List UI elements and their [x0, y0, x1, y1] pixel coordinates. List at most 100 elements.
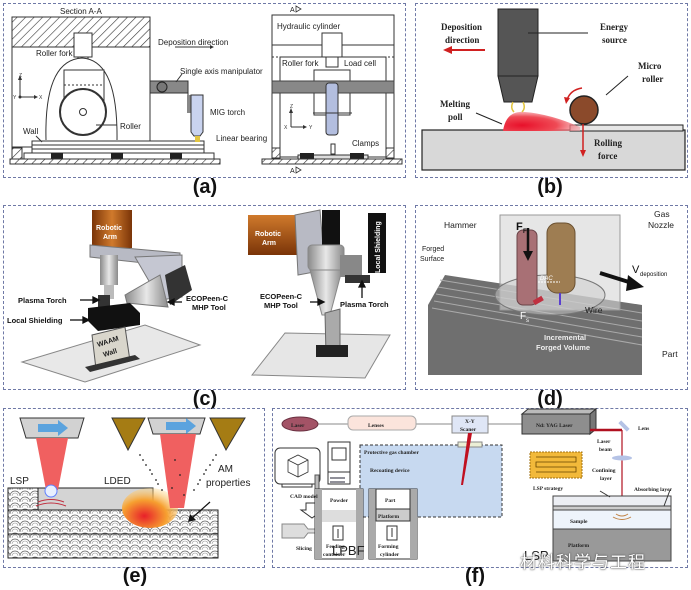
panel-e-diagram: LSP LDED AM properties [7, 417, 250, 559]
label-ecopeen-right-1: ECOPeen-C [260, 292, 303, 301]
laser-source [281, 416, 319, 432]
label-scanner-2: Scaner [460, 427, 477, 433]
label-feeding-2: container [323, 552, 346, 558]
cad-monitor [274, 447, 321, 485]
label-local-shielding-right: Local Shielding [375, 221, 382, 273]
label-laser-beam-1: Laser [597, 439, 611, 445]
panel-a-diagram: Z Y X Section A-A Deposition direction R… [9, 5, 403, 175]
label-deposition-1: Deposition [441, 22, 482, 32]
powder-nozzle-right [209, 417, 246, 452]
panel-label-b: (b) [537, 176, 563, 198]
label-sample: Sample [570, 519, 588, 525]
label-ff: F [516, 221, 523, 233]
label-v-sub: deposition [640, 272, 667, 278]
axis-z-left: Z [19, 73, 22, 79]
label-rolling-2: force [598, 151, 617, 161]
energy-source-nozzle [497, 8, 539, 77]
axis-x-right: X [284, 125, 288, 131]
mig-torch [190, 94, 204, 137]
local-shielding-right [368, 213, 386, 273]
label-clamps: Clamps [352, 139, 379, 148]
label-dac: DAC [540, 276, 553, 282]
ecopeen-tool-left [124, 274, 169, 308]
single-axis-manipulator [149, 80, 189, 94]
roller-side-view [325, 82, 339, 136]
label-mig-torch: MIG torch [210, 108, 245, 117]
label-feeding-1: Feeding [326, 544, 345, 550]
robotic-arm-left [92, 210, 132, 248]
watermark: 材料科学与工程 [520, 553, 646, 572]
absorbing-layer [552, 505, 672, 511]
label-local-shielding-left: Local Shielding [7, 316, 63, 325]
label-forming-2: cylinder [380, 552, 400, 558]
label-v: V [632, 264, 640, 276]
label-fs-sub: s [526, 318, 529, 324]
label-absorbing-layer: Absorbing layer [634, 487, 673, 493]
panel-label-e: (e) [122, 565, 148, 587]
label-gas-chamber: Protective gas chamber [364, 450, 419, 456]
panel-label-d: (d) [537, 388, 563, 410]
panel-f [272, 408, 688, 568]
panel-b-diagram: Deposition direction Energy source Micro… [421, 8, 686, 171]
panel-d [415, 205, 688, 390]
axis-x-left: X [39, 95, 43, 101]
substrate [421, 129, 686, 171]
label-scanner-1: X-Y [465, 419, 475, 425]
label-single-axis-manipulator: Single axis manipulator [180, 67, 263, 76]
label-gas-1: Gas [654, 209, 670, 219]
label-lsp: LSP [10, 476, 29, 487]
label-forged-2: Surface [420, 256, 444, 263]
label-robotic-arm-right-1: Robotic [255, 231, 281, 238]
label-slicing: Slicing [296, 546, 312, 552]
label-roller-fork-side: Roller fork [282, 59, 319, 68]
hydraulic-block-left [73, 32, 93, 58]
label-robotic-arm-left-1: Robotic [96, 225, 122, 232]
section-mark-top: A [290, 7, 295, 14]
label-part: Part [662, 349, 678, 359]
label-am-2: properties [206, 478, 250, 489]
label-lpbf: LPBF [332, 543, 365, 558]
label-micro-2: roller [642, 74, 663, 84]
label-cad-model: CAD model [290, 494, 318, 500]
hydraulic-cylinder [321, 32, 343, 58]
label-lsp-process: LSP [524, 548, 549, 563]
ground-left [9, 158, 221, 165]
panel-a [3, 3, 406, 178]
panel-b [415, 3, 688, 178]
lded-beam [160, 434, 196, 508]
label-recoating: Recoating device [370, 468, 410, 474]
label-wire: Wire [585, 305, 603, 315]
label-hammer: Hammer [444, 220, 477, 230]
label-incremental-2: Forged Volume [536, 343, 590, 352]
confining-layer [552, 495, 672, 507]
label-wall: Wall [23, 127, 38, 136]
panel-label-f: (f) [465, 565, 485, 587]
label-robotic-arm-left-2: Arm [103, 234, 117, 241]
label-robotic-arm-right-2: Arm [262, 240, 276, 247]
panel-f-diagram: Laser Lenses X-Y Scaner Protective gas c… [274, 407, 673, 563]
label-roller: Roller [120, 122, 141, 131]
label-micro-1: Micro [638, 61, 662, 71]
panel-e [3, 408, 265, 568]
micro-roller [569, 95, 599, 125]
label-energy-1: Energy [600, 22, 628, 32]
lsp-platform [552, 528, 672, 562]
label-rolling-1: Rolling [594, 138, 623, 148]
label-confining-2: layer [600, 476, 612, 482]
label-ecopeen-left-1: ECOPeen-C [186, 294, 229, 303]
label-plasma-torch-right: Plasma Torch [340, 300, 389, 309]
label-deposition-direction: Deposition direction [158, 38, 228, 47]
label-roller-fork: Roller fork [36, 49, 73, 58]
label-forged-1: Forged [422, 246, 444, 253]
lsp-strategy [529, 451, 583, 479]
label-platform: Platform [378, 514, 399, 520]
label-powder: Powder [330, 498, 349, 504]
axis-z-right: Z [290, 104, 293, 110]
local-shielding-left [88, 303, 140, 331]
label-am-1: AM [218, 464, 233, 475]
label-waam-2: Wall [102, 348, 118, 359]
ground-right [261, 158, 403, 165]
wall-layers [31, 140, 205, 154]
label-plasma-torch-left: Plasma Torch [18, 296, 67, 305]
section-title: Section A-A [60, 7, 102, 16]
